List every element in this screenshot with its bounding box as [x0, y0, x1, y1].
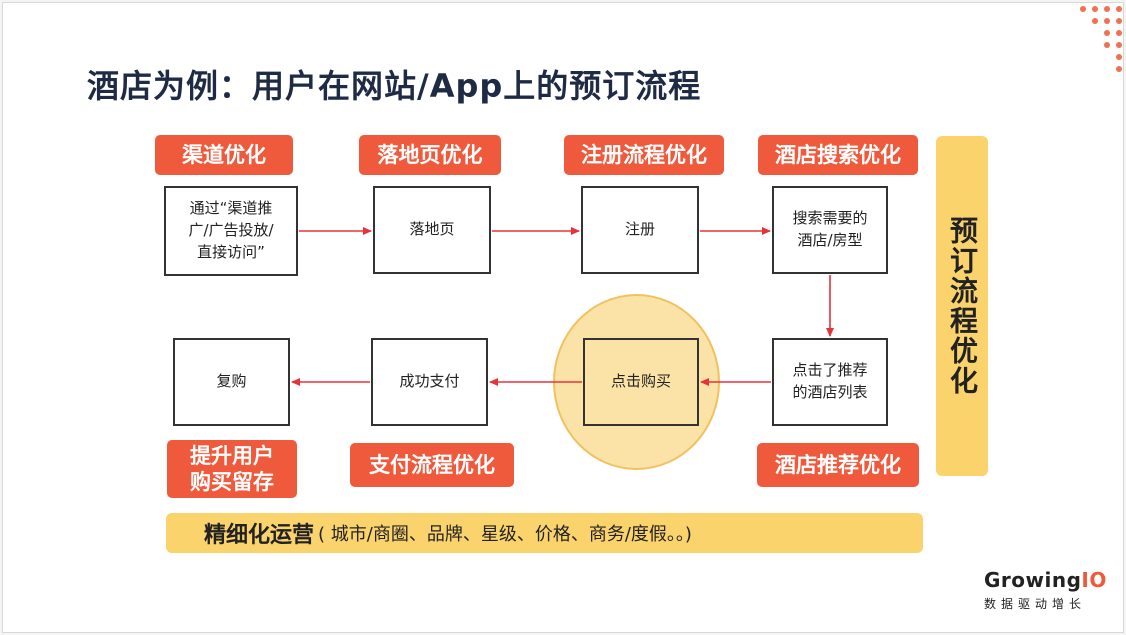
box-search-hotel: 搜索需要的 酒店/房型 [772, 186, 888, 274]
box-landing-page: 落地页 [373, 186, 491, 274]
logo-name-b: IO [1081, 568, 1107, 592]
tag-channel-optimization: 渠道优化 [155, 135, 293, 175]
growingio-logo: GrowingIO 数据驱动增长 [984, 568, 1107, 612]
tag-register-optimization: 注册流程优化 [564, 135, 724, 175]
side-bar-label: 预订流程优化 [946, 216, 979, 396]
tag-landing-optimization: 落地页优化 [359, 135, 501, 175]
tag-retention-optimization: 提升用户 购买留存 [167, 440, 297, 498]
page-title: 酒店为例：用户在网站/App上的预订流程 [87, 67, 702, 105]
bottom-bar-main: 精细化运营 [204, 523, 315, 548]
logo-name-a: Growing [984, 568, 1082, 592]
box-repurchase: 复购 [173, 338, 290, 426]
box-click-recommend: 点击了推荐 的酒店列表 [772, 338, 888, 426]
decorative-dots-icon [1080, 6, 1122, 72]
box-register: 注册 [581, 186, 699, 274]
box-click-buy: 点击购买 [583, 338, 699, 426]
side-bar-booking-optimization: 预订流程优化 [936, 136, 988, 476]
tag-recommend-optimization: 酒店推荐优化 [757, 443, 919, 487]
tag-payment-optimization: 支付流程优化 [350, 443, 514, 487]
tag-hotel-search-optimization: 酒店搜索优化 [758, 135, 918, 175]
box-payment-success: 成功支付 [371, 338, 488, 426]
bottom-bar-operations: 精细化运营 ( 城市/商圈、品牌、星级、价格、商务/度假。。) [166, 513, 923, 553]
logo-slogan: 数据驱动增长 [984, 597, 1087, 611]
bottom-bar-sub: ( 城市/商圈、品牌、星级、价格、商务/度假。。) [318, 524, 692, 545]
box-channel-source: 通过“渠道推 广/广告投放/ 直接访问” [164, 186, 298, 276]
